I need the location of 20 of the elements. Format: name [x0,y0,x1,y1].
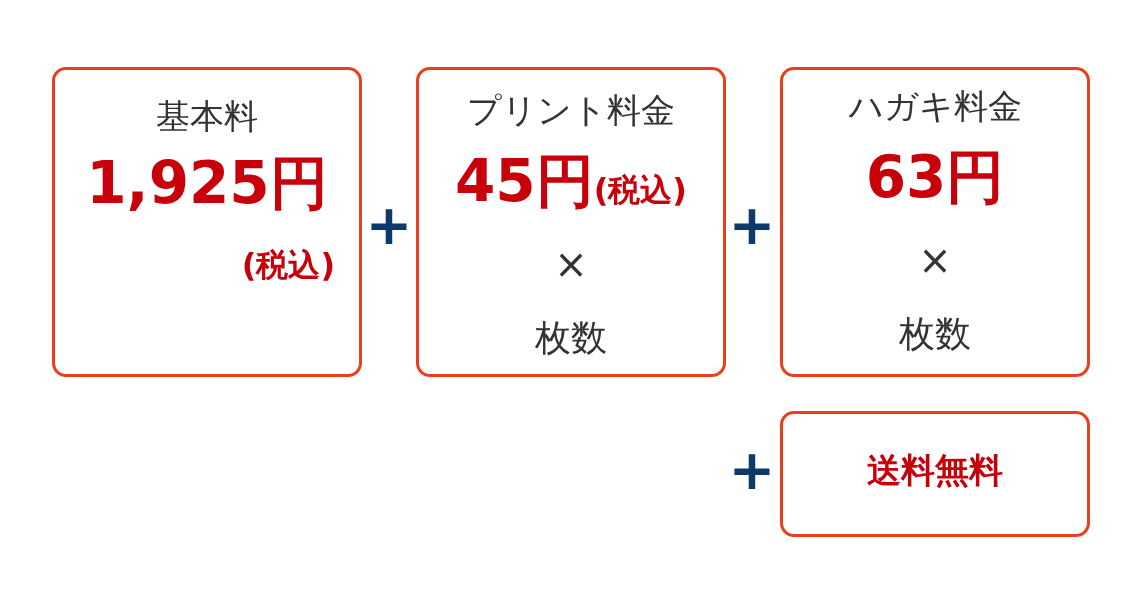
price-text: 63円 [865,146,1005,210]
price-card [780,411,1090,537]
price-card [780,67,1090,377]
card-label: 基本料 [156,98,258,136]
card-label: 送料無料 [867,452,1003,490]
card-label: 枚数 [535,318,607,358]
plus-sign: + [728,442,776,498]
card-label: ハガキ料金 [848,88,1022,126]
card-label: プリント料金 [467,92,675,130]
multiply-sign: × [918,238,952,282]
price-card [416,67,726,377]
card-label: 枚数 [899,314,971,354]
plus-sign: + [728,197,776,253]
price-text: 45円 [455,150,594,214]
price-card [52,67,362,377]
tax-note: (税込) [241,248,335,284]
multiply-sign: × [554,242,588,286]
price-text: 1,925円 [86,152,328,216]
plus-sign: + [365,197,413,253]
tax-note: (税込) [593,173,687,209]
